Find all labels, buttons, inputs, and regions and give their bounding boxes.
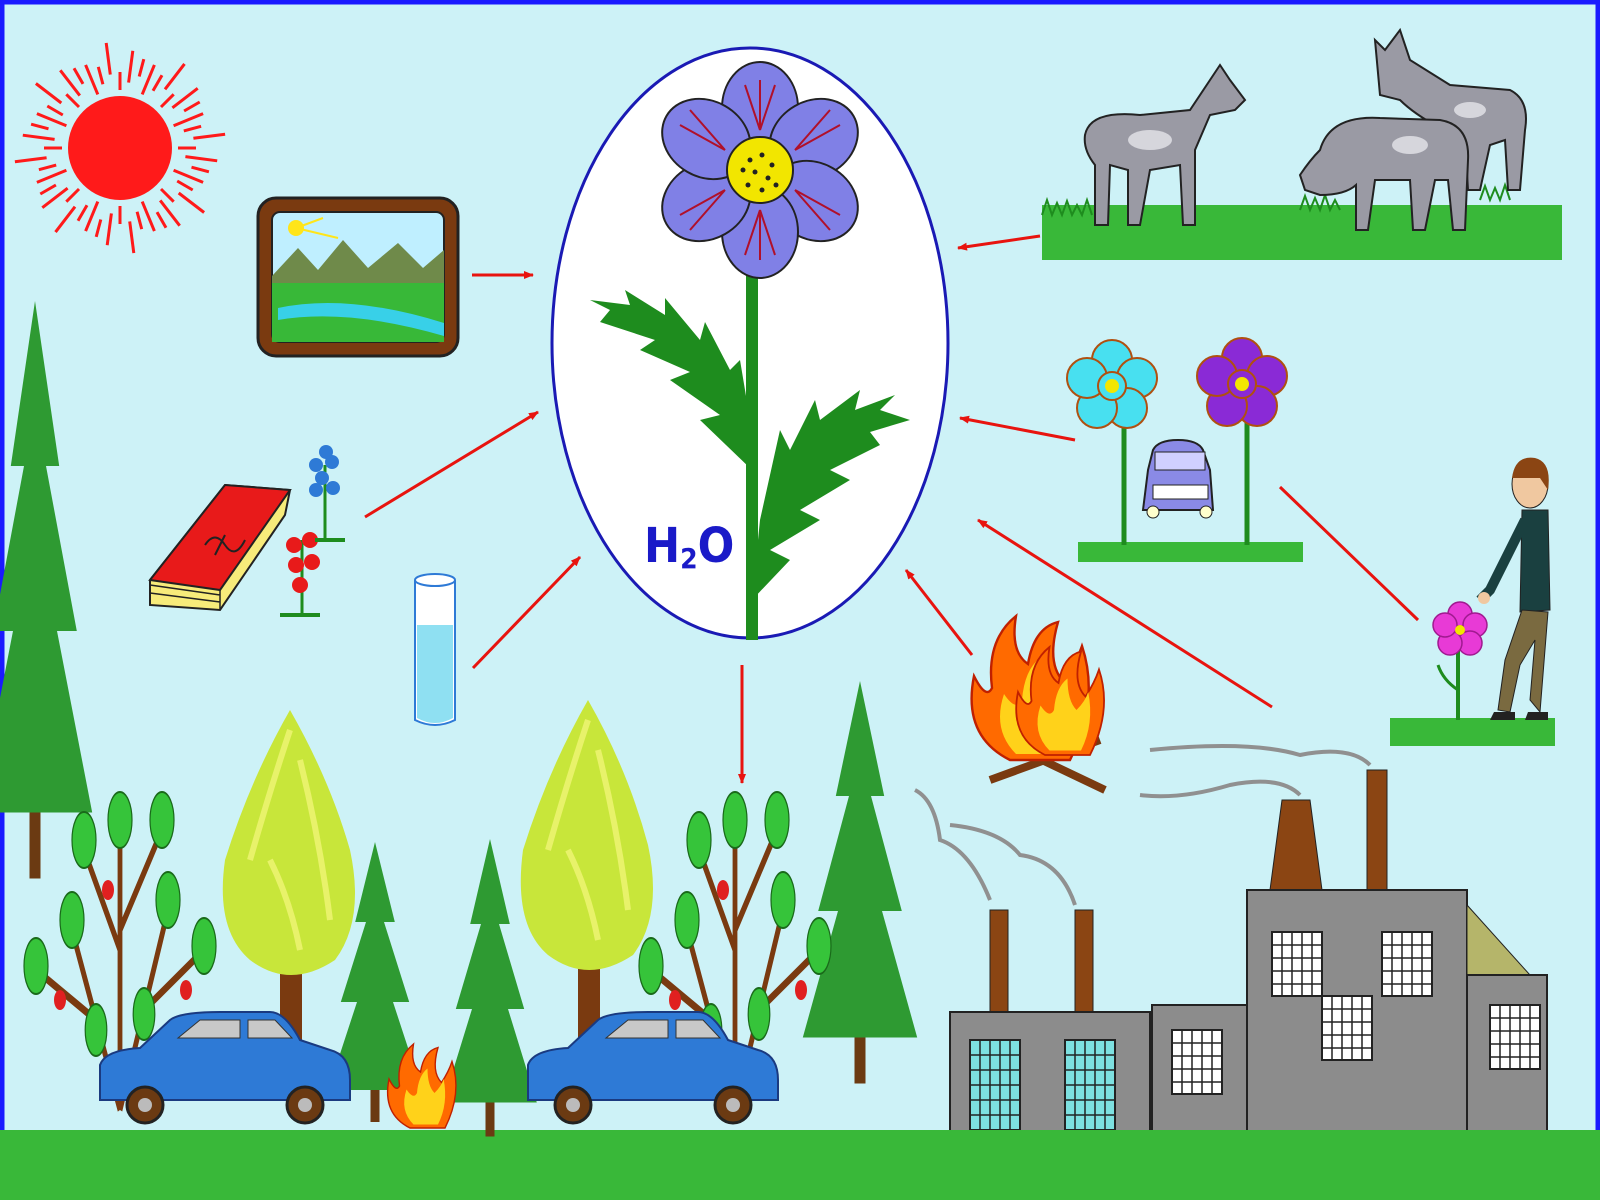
sun-ray [14, 156, 47, 164]
sun-ray [128, 221, 136, 254]
sun-ray [159, 187, 175, 203]
smoke-trail [1149, 744, 1372, 767]
arrow-factory-to-flower [977, 518, 1273, 709]
left-leaf [590, 290, 755, 470]
sun-ray [105, 213, 113, 246]
sun-ray [135, 211, 144, 230]
sun-ray [151, 74, 164, 92]
smoke-trail [949, 823, 1077, 906]
sun-ray [96, 66, 105, 85]
sun-ray [41, 187, 69, 209]
sun-ray [30, 122, 49, 131]
sun-ray [173, 168, 204, 184]
sun-ray [171, 87, 199, 109]
arrow-horses-to-flower [957, 234, 1041, 251]
horses-icon [1041, 27, 1562, 260]
sun-ray [159, 93, 175, 109]
sun-ray [185, 155, 218, 163]
formula-label: H2O [644, 518, 734, 575]
sun-ray [65, 93, 81, 109]
sun-ray [65, 187, 81, 203]
arrow-fire-to-flower [904, 569, 974, 656]
sun-ray [137, 58, 146, 77]
small-flowers-icon [280, 445, 345, 617]
sun-ray [94, 219, 103, 238]
sun-ray [46, 104, 64, 117]
sun-ray [76, 204, 89, 222]
landscape-picture-icon [256, 196, 460, 358]
sun-ray [173, 112, 204, 128]
sun-ray [140, 201, 156, 232]
sun-icon [14, 42, 226, 254]
sun-ray [59, 69, 81, 97]
book-icon [148, 483, 292, 612]
sun-ray [183, 124, 202, 133]
sun-ray [155, 211, 168, 229]
factory-icon [913, 744, 1548, 1153]
sun-ray [22, 133, 55, 141]
sun-ray [36, 112, 67, 128]
forest-icon [0, 301, 1600, 1200]
sun-ray [34, 82, 63, 105]
sun-ray [140, 64, 156, 95]
smoke-trail [913, 788, 992, 901]
sun-ray [54, 205, 77, 234]
arrow-water-to-flower [471, 555, 582, 670]
sun-ray [36, 168, 67, 184]
sun-ray [159, 199, 181, 227]
line-person-to-flowers [1278, 485, 1420, 622]
water-glass-icon [414, 573, 456, 726]
smoke-trail [1139, 779, 1302, 799]
arrow-flowers-car-to-flower [959, 415, 1076, 442]
right-leaf [752, 390, 910, 600]
flowers-car-icon [1066, 337, 1303, 562]
arrow-book-to-flower [364, 410, 539, 519]
sun-ray [191, 165, 210, 174]
sun-ray [72, 67, 85, 85]
person-picking-flower-icon [1390, 457, 1555, 746]
campfire-icon [970, 614, 1107, 794]
sun-ray [193, 132, 226, 140]
sun-ray [177, 191, 206, 214]
sun-ray [84, 201, 100, 232]
sun-ray [39, 183, 57, 196]
sun-ray [183, 100, 201, 113]
sun-ray [84, 64, 100, 95]
sun-ray [38, 163, 57, 172]
sun-ray [163, 62, 186, 91]
arrows [364, 234, 1420, 784]
sun-ray [176, 179, 194, 192]
sun-ray [127, 50, 135, 83]
sun-ray [104, 42, 112, 75]
central-flower-icon: H2O [550, 46, 950, 640]
